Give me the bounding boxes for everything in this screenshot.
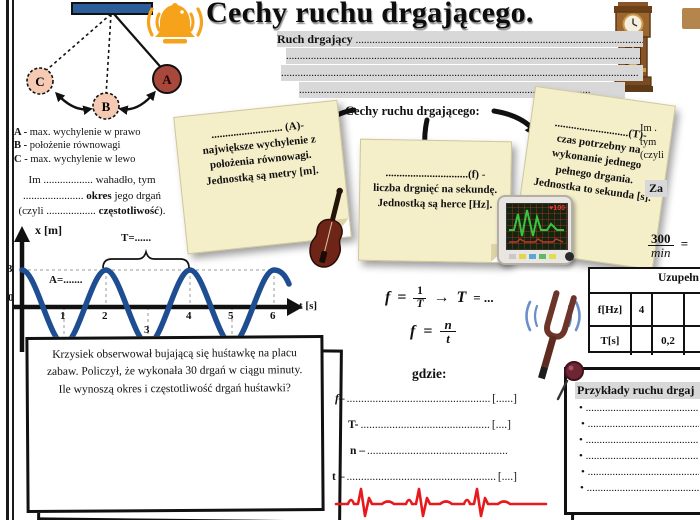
fill-line-1: Im .................. wahadło, tym [28, 174, 156, 186]
formula2-equals: = [423, 322, 433, 340]
page-title: Cechy ruchu drgającego. [206, 0, 534, 29]
formula1-result-T: T [456, 289, 467, 306]
formula1-result-blank: = ... [473, 290, 494, 305]
pendulum-legend: A - max. wychylenie w prawo B - położeni… [14, 126, 182, 166]
definition-line-t: t –.....................................… [332, 471, 517, 483]
graph-x-label: t [s] [299, 300, 318, 312]
bell-icon [146, 3, 204, 44]
ruch-drgajacy-line-2: ........................................… [286, 48, 640, 64]
formula1-denominator: T [413, 297, 427, 311]
formula1-f: f [385, 289, 391, 306]
fraction-equals: = [680, 236, 689, 252]
formula2-denominator: t [440, 331, 456, 345]
x-axis-arrowhead [287, 298, 303, 316]
example-bullet-5: • ......................................… [581, 466, 699, 478]
definition-line-n: n –.....................................… [350, 445, 508, 457]
legend-line-a: A - max. wychylenie w prawo [14, 127, 141, 138]
y-tick-3: 3 [7, 263, 13, 275]
x-tick-4: 4 [186, 310, 192, 322]
examples-title: Przykłady ruchu drgaj [575, 382, 700, 399]
table-cell-f-value-1: 4 [632, 294, 653, 325]
example-bullet-4: • ......................................… [579, 450, 699, 462]
task-box: Krzysiek obserwował bujającą się huśtawk… [25, 334, 325, 514]
x-tick-3: 3 [144, 324, 150, 336]
table-header: Uzupełn [658, 272, 699, 284]
ruch-drgajacy-line-1: Ruch drgający ..........................… [277, 31, 643, 47]
side-text-line-1: Im . [640, 123, 657, 134]
formula1-numerator: 1 [417, 285, 423, 297]
task-text: Krzysiek obserwował bujającą się huśtawk… [46, 347, 303, 396]
pendulum-diagram: C B A [26, 2, 182, 120]
pushpin-icon [556, 361, 584, 401]
formula-f-equals-1-over-T: f = 1 T → T = ... [385, 285, 494, 311]
example-bullet-6: • ......................................… [580, 482, 699, 494]
period-brace [102, 248, 190, 269]
page-edge-line-inner [12, 0, 14, 520]
formula2-numerator: n [444, 317, 452, 332]
ecg-monitor-icon: ♥100 [497, 195, 574, 265]
table-cell-fhz: f[Hz] [590, 294, 632, 325]
x-tick-2: 2 [102, 310, 108, 322]
x-tick-6: 6 [270, 310, 276, 322]
pendulum-fill-text: Im .................. wahadło, tym .....… [4, 173, 180, 220]
sticky-note-frequency: ..............................(f) - licz… [357, 138, 513, 264]
table-cell-t-value-2: 0,2 [653, 327, 685, 355]
example-bullet-1: • ......................................… [579, 402, 699, 414]
note-f-body: liczba drgnięć na sekundę. Jednostką są … [373, 182, 498, 212]
side-text-line-2: tym [640, 136, 657, 148]
ball-c-label: C [35, 74, 44, 89]
ruch-drgajacy-line-3: ........................................… [281, 65, 643, 81]
definition-line-f: f–......................................… [335, 393, 517, 405]
cropped-image-corner [682, 8, 700, 29]
violin-icon [309, 187, 343, 268]
table-cell-t-value-1 [632, 327, 653, 355]
heartbeat-line-icon [334, 487, 548, 518]
cropped-side-text: Im . tym (czyli [640, 122, 700, 163]
cechy-heading: Cechy ruchu drgającego: [345, 104, 480, 118]
formula1-equals: = [397, 289, 407, 306]
gdzie-label: gdzie: [412, 366, 447, 381]
definition-line-T: T-......................................… [348, 419, 511, 431]
examples-box: Przykłady ruchu drgaj • ................… [564, 367, 700, 515]
legend-line-b: B - położenie równowagi [14, 140, 121, 152]
legend-line-c: C - max. wychylenie w lewo [14, 153, 136, 165]
y-tick-0: 0 [8, 292, 14, 304]
example-bullet-2: • ......................................… [581, 418, 699, 430]
monitor-buttons [509, 252, 574, 261]
heart-icon: ♥ [549, 205, 554, 212]
formula-f-equals-n-over-t: f = n t [410, 318, 456, 345]
ruch-drgajacy-label: Ruch drgający [277, 32, 356, 46]
pendulum-support-bar [71, 2, 153, 15]
per-minute-fraction: 300 min = [648, 232, 688, 259]
frequency-period-table: Uzupełn f[Hz] 4 T[s] 0,2 [588, 267, 700, 355]
example-bullet-3: • ......................................… [579, 434, 699, 446]
swing-arrow-cb [55, 91, 93, 115]
page-edge-line-outer [6, 0, 9, 520]
graph-y-label: x [m] [35, 223, 62, 237]
fraction-denominator: min [648, 245, 674, 259]
zadanie-badge: Za [645, 180, 668, 197]
y-axis-arrowhead [14, 226, 30, 242]
ball-a-label: A [162, 72, 172, 87]
formula2-f: f [410, 322, 416, 340]
fraction-numerator: 300 [651, 231, 671, 246]
tuning-fork-icon [525, 290, 581, 380]
table-cell-ts: T[s] [590, 327, 632, 355]
side-text-line-3: (czyli [640, 150, 664, 162]
amplitude-label: A=....... [49, 274, 83, 286]
ball-b-label: B [102, 99, 111, 114]
ecg-monitor-screen: ♥100 [506, 203, 568, 250]
period-label: T=...... [121, 232, 152, 244]
fill-line-2: ...................... okres jego drgań [22, 189, 161, 202]
pendulum-ball-c [26, 67, 54, 95]
fill-line-3: (czyli .................. częstotliwość)… [18, 205, 166, 218]
x-tick-1: 1 [60, 310, 66, 322]
x-tick-5: 5 [228, 310, 234, 322]
implies-arrow: → [433, 289, 450, 306]
pendulum-ball-a [152, 64, 182, 94]
monitor-reading: 100 [553, 205, 565, 212]
swing-arrow-ba [118, 90, 156, 115]
table-cell-f-value-2 [653, 294, 685, 325]
